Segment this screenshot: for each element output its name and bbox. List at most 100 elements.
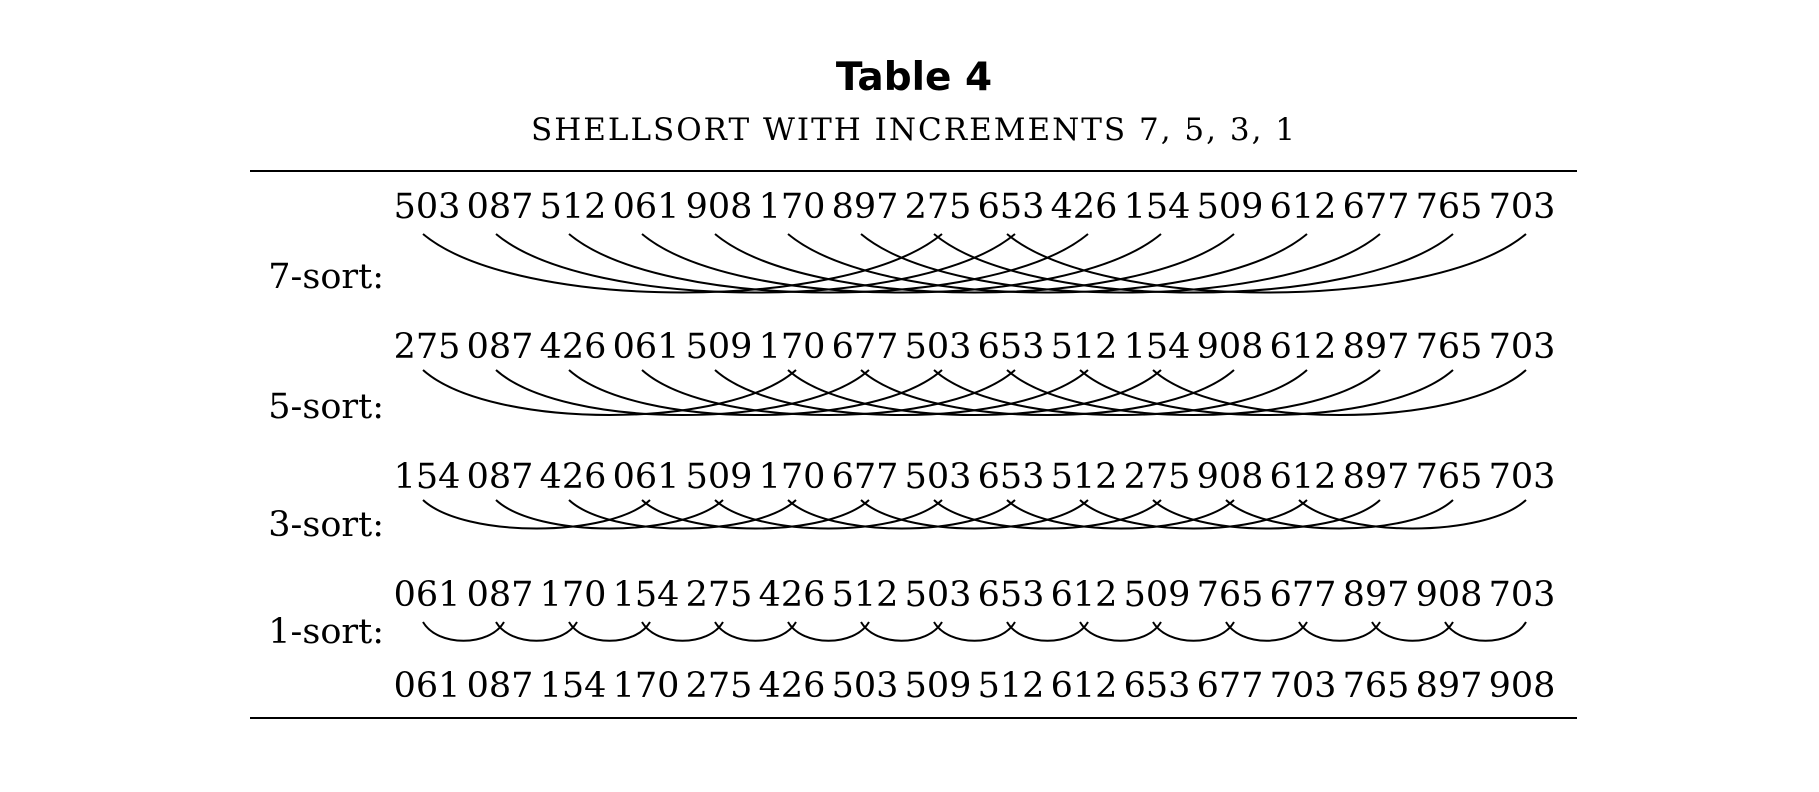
value-cell: 170: [540, 575, 607, 615]
value-cell: 170: [759, 187, 826, 227]
result-cell: 703: [1270, 666, 1337, 706]
comparison-arc: [1006, 233, 1527, 294]
comparison-arc: [787, 233, 1308, 294]
comparison-arc: [714, 621, 797, 642]
value-cell: 509: [1124, 575, 1191, 615]
value-cell: 061: [613, 457, 680, 497]
value-cell: 509: [1197, 187, 1264, 227]
value-cell: 765: [1416, 457, 1483, 497]
value-cell: 653: [978, 575, 1045, 615]
table-title: Table 4: [836, 55, 992, 100]
comparison-arc: [422, 499, 651, 530]
value-cell: 653: [978, 457, 1045, 497]
comparison-arc: [1079, 499, 1308, 530]
value-cell: 653: [978, 187, 1045, 227]
comparison-arc: [422, 369, 797, 416]
comparison-arc: [787, 369, 1162, 416]
result-cell: 612: [1051, 666, 1118, 706]
value-cell: 512: [832, 575, 899, 615]
comparison-arc: [495, 233, 1016, 294]
value-cell: 512: [540, 187, 607, 227]
pass-label: 7-sort:: [268, 257, 384, 297]
result-cell: 426: [759, 666, 826, 706]
value-cell: 897: [1343, 575, 1410, 615]
value-cell: 703: [1489, 457, 1556, 497]
comparison-arc: [568, 369, 943, 416]
result-cell: 061: [394, 666, 461, 706]
comparison-arc: [1298, 621, 1381, 642]
comparison-arc: [714, 233, 1235, 294]
pass-label: 3-sort:: [268, 505, 384, 545]
comparison-arc: [641, 369, 1016, 416]
comparison-arc: [1006, 369, 1381, 416]
value-cell: 087: [467, 575, 534, 615]
value-cell: 765: [1197, 575, 1264, 615]
comparison-arc: [1225, 621, 1308, 642]
value-cell: 908: [686, 187, 753, 227]
value-cell: 275: [394, 327, 461, 367]
comparison-arc: [1298, 499, 1527, 530]
result-cell: 275: [686, 666, 753, 706]
value-cell: 908: [1197, 457, 1264, 497]
result-cell: 765: [1343, 666, 1410, 706]
comparison-arc: [641, 621, 724, 642]
value-cell: 677: [832, 327, 899, 367]
value-cell: 897: [832, 187, 899, 227]
result-cell: 170: [613, 666, 680, 706]
comparison-arc: [787, 499, 1016, 530]
result-cell: 509: [905, 666, 972, 706]
value-cell: 426: [759, 575, 826, 615]
table-subtitle: SHELLSORT WITH INCREMENTS 7, 5, 3, 1: [531, 112, 1297, 148]
value-cell: 503: [905, 327, 972, 367]
comparison-arc: [1225, 499, 1454, 530]
comparison-arc: [933, 499, 1162, 530]
value-cell: 503: [394, 187, 461, 227]
comparison-arc: [1079, 621, 1162, 642]
comparison-arc: [933, 233, 1454, 294]
value-cell: 087: [467, 187, 534, 227]
result-cell: 677: [1197, 666, 1264, 706]
comparison-arc: [641, 499, 870, 530]
comparison-arc: [860, 499, 1089, 530]
value-cell: 275: [1124, 457, 1191, 497]
value-cell: 426: [1051, 187, 1118, 227]
comparison-arc: [860, 621, 943, 642]
pass-label: 5-sort:: [268, 387, 384, 427]
value-cell: 503: [905, 457, 972, 497]
comparison-arc: [641, 233, 1162, 294]
value-cell: 512: [1051, 327, 1118, 367]
value-cell: 653: [978, 327, 1045, 367]
comparison-arc: [933, 369, 1308, 416]
value-cell: 061: [394, 575, 461, 615]
result-cell: 653: [1124, 666, 1191, 706]
value-cell: 677: [1270, 575, 1337, 615]
value-cell: 612: [1270, 457, 1337, 497]
value-cell: 170: [759, 457, 826, 497]
value-cell: 512: [1051, 457, 1118, 497]
value-cell: 509: [686, 457, 753, 497]
value-cell: 154: [1124, 327, 1191, 367]
value-cell: 897: [1343, 457, 1410, 497]
comparison-arc: [1079, 369, 1454, 416]
value-cell: 908: [1416, 575, 1483, 615]
value-cell: 703: [1489, 575, 1556, 615]
comparison-arc: [1444, 621, 1527, 642]
value-cell: 061: [613, 187, 680, 227]
comparison-arc: [860, 233, 1381, 294]
value-cell: 612: [1270, 327, 1337, 367]
comparison-arc: [495, 621, 578, 642]
comparison-arc: [495, 499, 724, 530]
comparison-arc: [714, 369, 1089, 416]
comparison-arc: [787, 621, 870, 642]
value-cell: 275: [905, 187, 972, 227]
comparison-arc: [1152, 499, 1381, 530]
value-cell: 087: [467, 457, 534, 497]
value-cell: 087: [467, 327, 534, 367]
comparison-arc: [495, 369, 870, 416]
value-cell: 765: [1416, 187, 1483, 227]
